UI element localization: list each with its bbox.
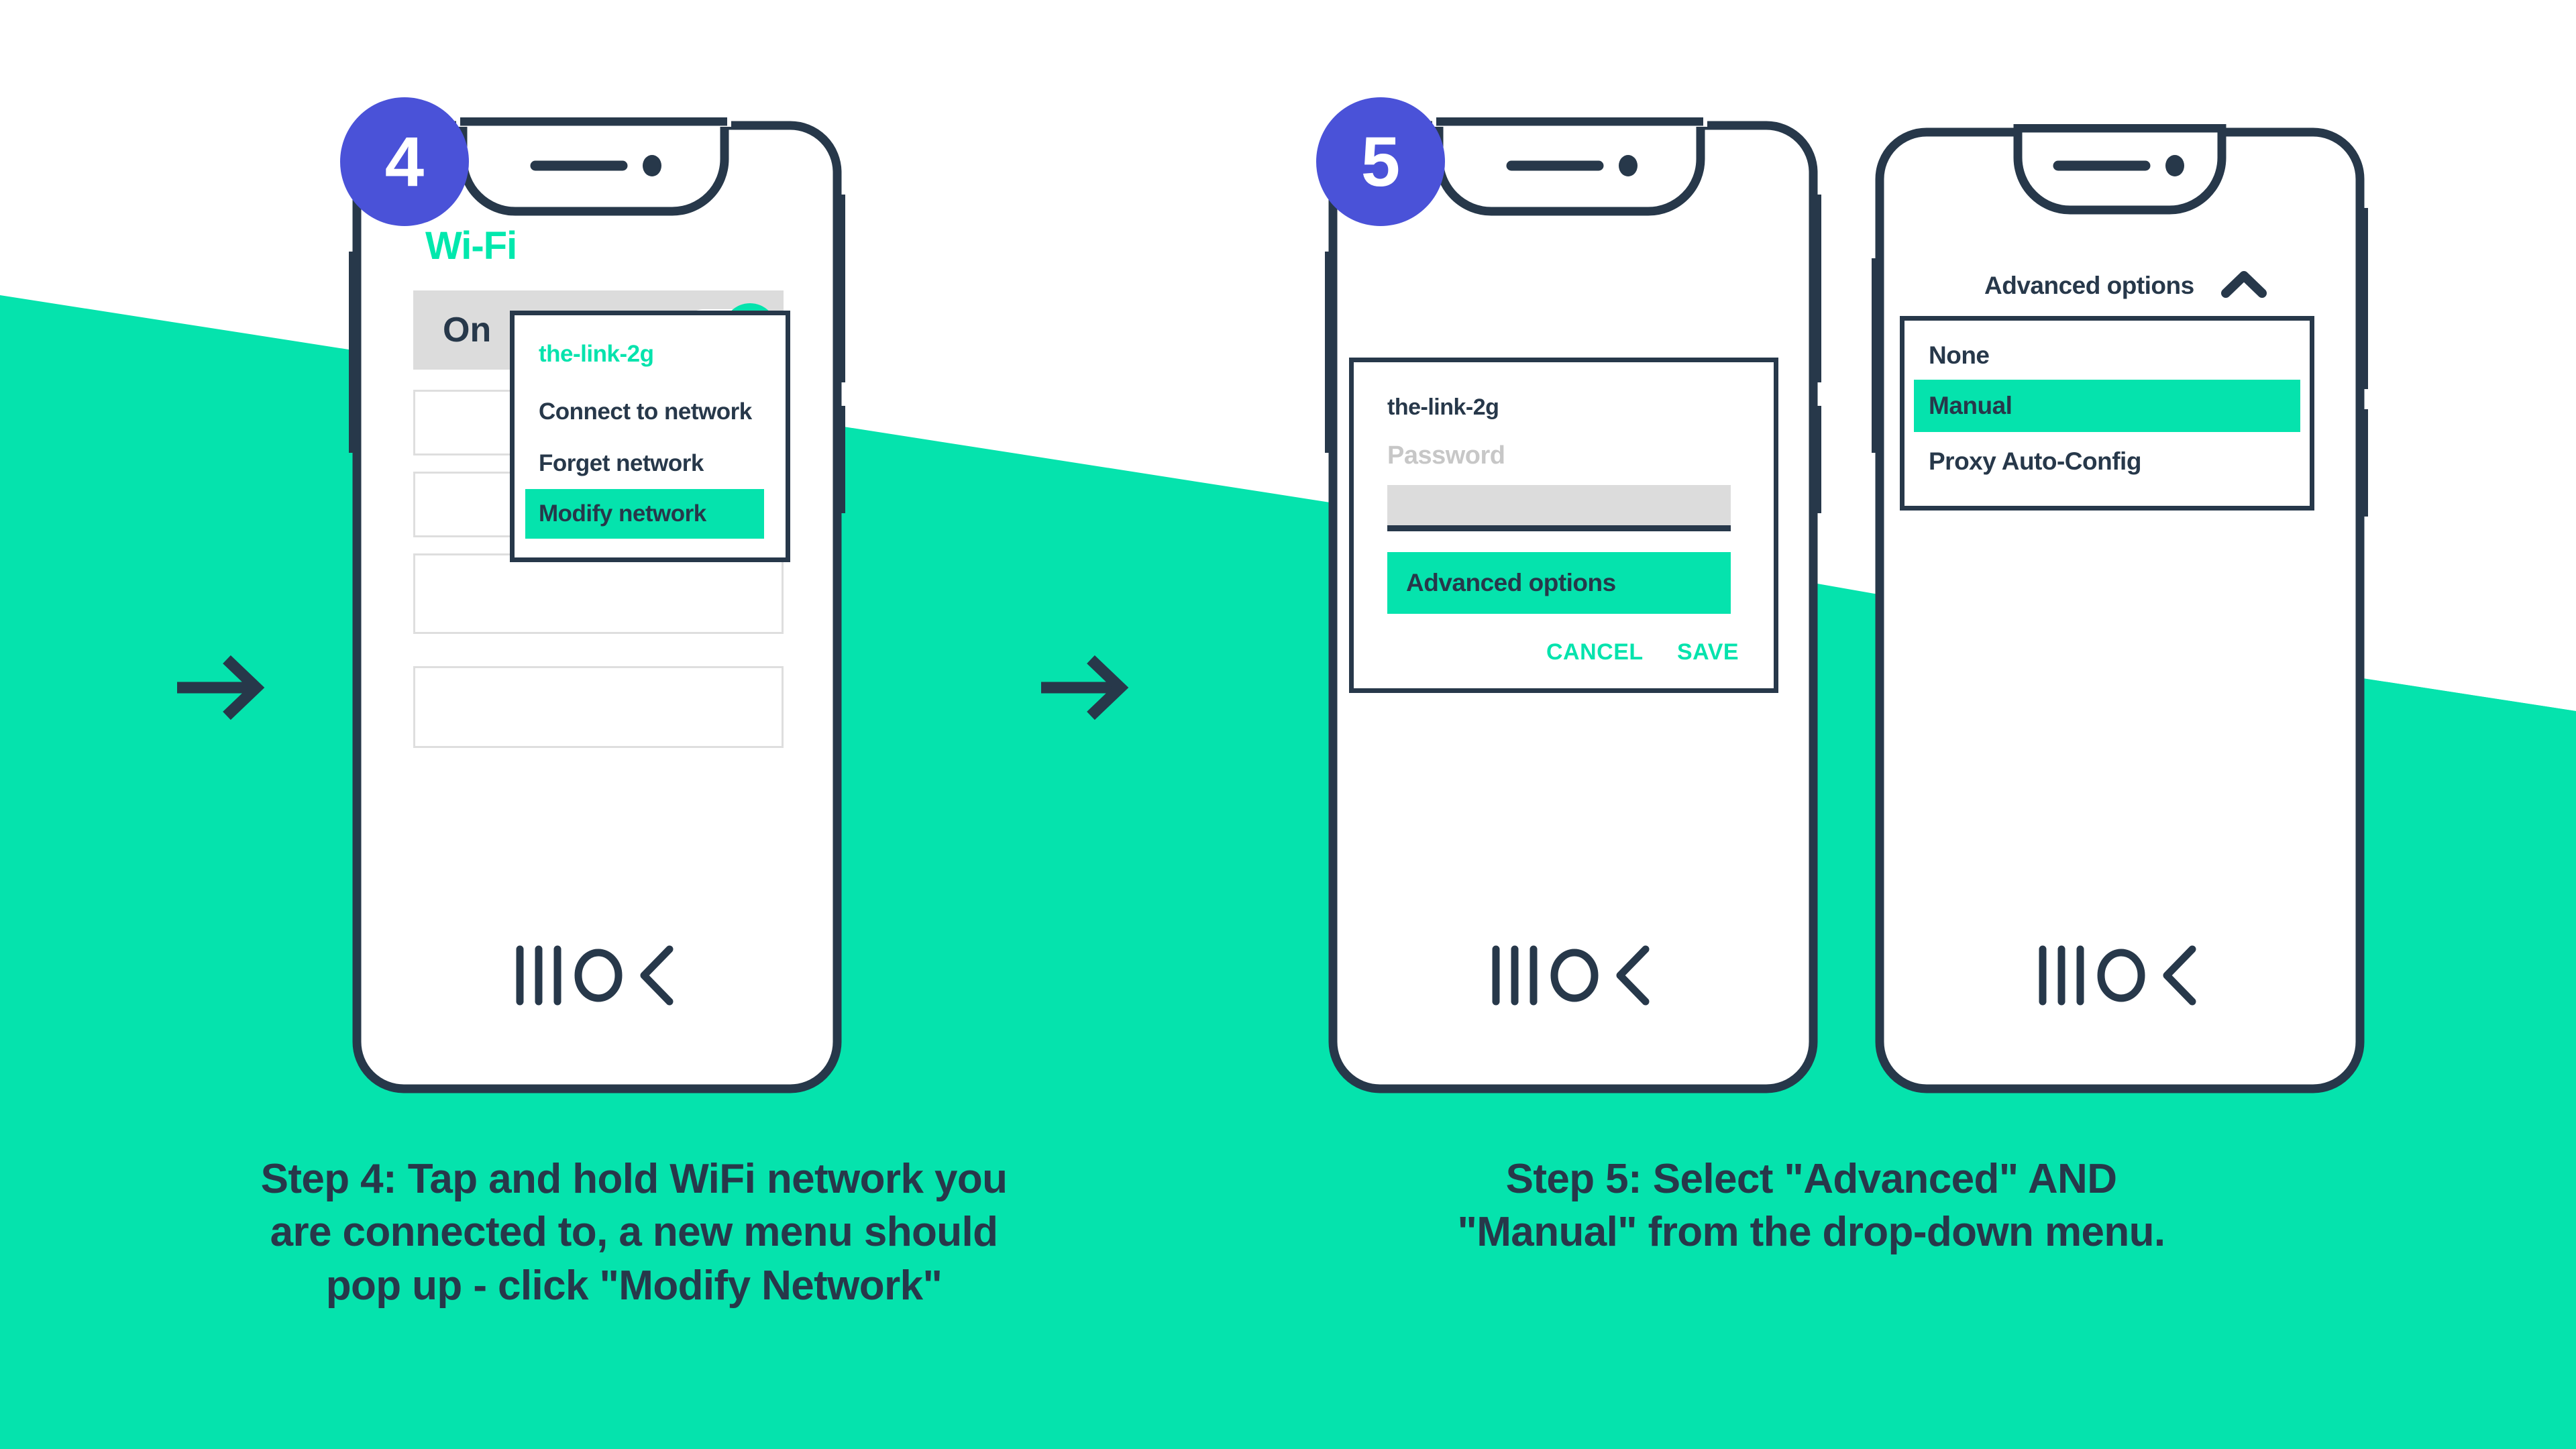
context-menu-item-connect[interactable]: Connect to network	[539, 398, 752, 425]
step-4-caption: Step 4: Tap and hold WiFi network you ar…	[67, 1152, 1201, 1312]
wifi-password-dialog: the-link-2g Password Advanced options CA…	[1349, 358, 1778, 693]
context-menu-item-modify[interactable]: Modify network	[525, 489, 764, 539]
phone-3-screen: Advanced options None Manual Proxy Auto-…	[1884, 136, 2356, 1085]
chevron-up-icon[interactable]	[2220, 269, 2267, 300]
step-4-caption-line-2: are connected to, a new menu should	[270, 1209, 998, 1256]
proxy-option-proxy-auto-config[interactable]: Proxy Auto-Config	[1929, 447, 2141, 475]
arrow-right-icon-2	[1041, 655, 1129, 720]
step-badge-4: 4	[340, 97, 469, 226]
dialog-ssid: the-link-2g	[1387, 394, 1499, 420]
proxy-option-manual[interactable]: Manual	[1914, 380, 2300, 432]
phone-1-screen: Wi-Fi On the-link-2g Connect to network …	[361, 129, 833, 1085]
proxy-option-none[interactable]: None	[1929, 341, 1990, 369]
advanced-options-button-label: Advanced options	[1406, 569, 1616, 596]
step-badge-4-number: 4	[384, 122, 425, 201]
phone-2-screen: the-link-2g Password Advanced options CA…	[1337, 129, 1809, 1085]
password-input-underline	[1387, 525, 1731, 531]
advanced-options-header: Advanced options	[1984, 272, 2194, 299]
step-5-caption-line-2: "Manual" from the drop-down menu.	[1457, 1209, 2165, 1256]
proxy-options-list: None Manual Proxy Auto-Config	[1900, 316, 2314, 511]
wifi-page-title: Wi-Fi	[425, 224, 517, 268]
step-4-caption-line-3: pop up - click "Modify Network"	[325, 1262, 943, 1309]
step-badge-5: 5	[1316, 97, 1445, 226]
network-row-4[interactable]	[413, 666, 784, 748]
password-label: Password	[1387, 441, 1505, 470]
phone-mockup-1: Wi-Fi On the-link-2g Connect to network …	[349, 117, 845, 1097]
context-menu-ssid: the-link-2g	[539, 341, 654, 367]
step-5-caption-line-1: Step 5: Select "Advanced" AND	[1505, 1156, 2117, 1202]
step-badge-5-number: 5	[1360, 122, 1401, 201]
arrow-right-icon-1	[177, 655, 265, 720]
context-menu-item-forget[interactable]: Forget network	[539, 450, 704, 476]
wifi-toggle-label: On	[443, 311, 492, 350]
step-4-caption-line-1: Step 4: Tap and hold WiFi network you	[260, 1156, 1008, 1202]
phone-mockup-3: Advanced options None Manual Proxy Auto-…	[1872, 124, 2368, 1097]
network-row-3[interactable]	[413, 553, 784, 634]
cancel-button[interactable]: CANCEL	[1546, 639, 1644, 665]
advanced-options-button[interactable]: Advanced options	[1387, 552, 1731, 614]
phone-mockup-2: the-link-2g Password Advanced options CA…	[1325, 117, 1821, 1097]
network-context-menu: the-link-2g Connect to network Forget ne…	[510, 311, 790, 562]
step-5-caption: Step 5: Select "Advanced" AND "Manual" f…	[1301, 1152, 2321, 1259]
save-button[interactable]: SAVE	[1677, 639, 1739, 665]
password-input[interactable]	[1387, 485, 1731, 525]
